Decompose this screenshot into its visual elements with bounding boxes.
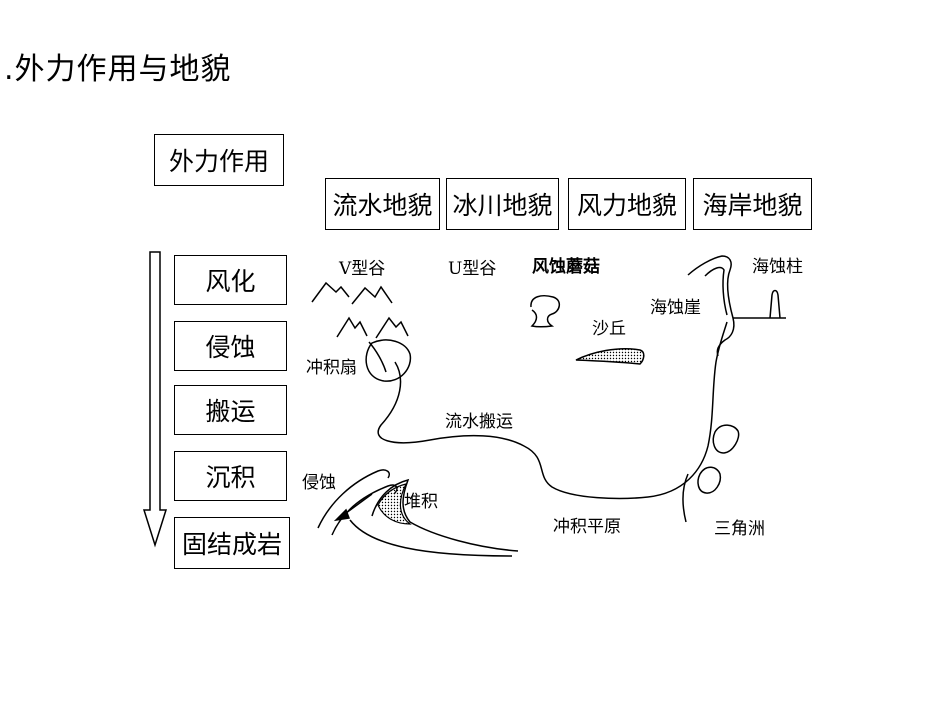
process-box-weathering: 风化: [174, 255, 287, 305]
process-label-lithification: 固结成岩: [181, 530, 282, 559]
wind-mushroom: [530, 295, 560, 328]
label-dune: 沙丘: [592, 319, 626, 339]
meander-bank: [317, 469, 519, 557]
label-v-valley: V型谷: [339, 259, 386, 279]
label-river-transport: 流水搬运: [445, 412, 513, 432]
landform-box-fluvial: 流水地貌: [325, 178, 440, 230]
external-forces-label: 外力作用: [168, 147, 269, 176]
process-box-transport: 搬运: [174, 385, 287, 435]
point-bar-deposit: [377, 483, 412, 525]
delta-islands: [697, 424, 740, 494]
landform-box-glacial: 冰川地貌: [446, 178, 559, 230]
landform-label-aeolian: 风力地貌: [576, 191, 677, 220]
landform-label-glacial: 冰川地貌: [452, 191, 553, 220]
label-u-valley: U型谷: [448, 259, 497, 279]
sea-stack: [769, 289, 781, 319]
erosion-arrow: [333, 493, 373, 522]
process-box-lithification: 固结成岩: [174, 517, 290, 569]
process-label-erosion: 侵蚀: [205, 333, 256, 362]
process-sequence-arrow: [142, 251, 168, 548]
landform-label-fluvial: 流水地貌: [332, 191, 433, 220]
alluvial-fan: [365, 339, 412, 382]
page-title: .外力作用与地貌: [4, 52, 232, 87]
label-delta: 三角洲: [714, 519, 765, 539]
process-label-deposition: 沉积: [205, 463, 256, 492]
label-sea-cliff: 海蚀崖: [650, 298, 701, 318]
river-channel: [377, 321, 728, 523]
external-forces-box: 外力作用: [154, 134, 284, 186]
label-deposition: 堆积: [404, 492, 438, 512]
label-alluvial-plain: 冲积平原: [553, 517, 621, 537]
landform-box-coastal: 海岸地貌: [693, 178, 812, 230]
landform-label-coastal: 海岸地貌: [702, 191, 803, 220]
label-erosion: 侵蚀: [302, 473, 336, 493]
label-wind-mushroom: 风蚀蘑菇: [532, 257, 600, 277]
sea-cliff: [687, 255, 786, 357]
label-sea-stack: 海蚀柱: [752, 257, 803, 277]
process-box-deposition: 沉积: [174, 451, 287, 501]
label-alluvial-fan: 冲积扇: [306, 358, 357, 378]
sand-dune: [575, 347, 645, 365]
process-label-transport: 搬运: [205, 397, 256, 426]
v-valley-mountains: [311, 281, 409, 339]
process-label-weathering: 风化: [205, 267, 256, 296]
process-box-erosion: 侵蚀: [174, 321, 287, 371]
landform-box-aeolian: 风力地貌: [568, 178, 686, 230]
